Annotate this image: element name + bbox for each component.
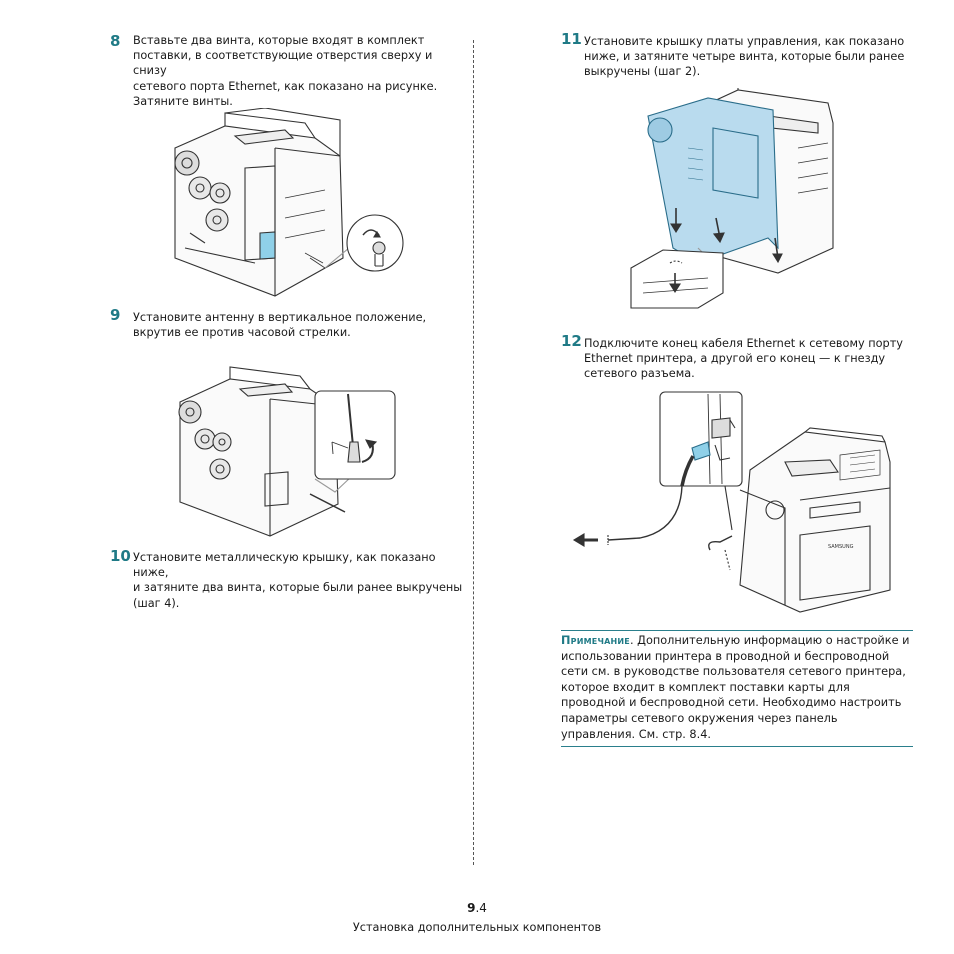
step-11-number: 11: [561, 30, 582, 48]
step-8-number: 8: [110, 32, 121, 50]
chapter-number: 9: [467, 901, 476, 915]
note-text: . Дополнительную информацию о настройке …: [561, 634, 910, 741]
step-11-text: Установите крышку платы управления, как …: [584, 35, 905, 79]
step-12-text: Подключите конец кабеля Ethernet к сетев…: [584, 337, 903, 381]
page-number: 9.4: [0, 901, 954, 915]
figure-step-12-ethernet: SAMSUNG: [570, 390, 895, 620]
figure-step-8-screws: [165, 108, 410, 298]
column-divider: [473, 40, 474, 865]
step-10-text: Установите металлическую крышку, как пок…: [133, 551, 463, 610]
note-label: Примечание: [561, 634, 630, 647]
note-box: Примечание. Дополнительную информацию о …: [561, 630, 913, 748]
footer-section-title: Установка дополнительных компонентов: [352, 921, 602, 934]
figure-step-9-antenna: [170, 364, 400, 539]
step-9-text: Установите антенну в вертикальное положе…: [133, 311, 427, 340]
step-12-number: 12: [561, 332, 582, 350]
step-10-number: 10: [110, 547, 131, 565]
brand-label: SAMSUNG: [828, 544, 854, 550]
page-suffix: .4: [475, 901, 487, 915]
step-9-number: 9: [110, 306, 121, 324]
step-8-text: Вставьте два винта, которые входят в ком…: [133, 34, 438, 108]
figure-step-11-cover: [628, 88, 848, 313]
